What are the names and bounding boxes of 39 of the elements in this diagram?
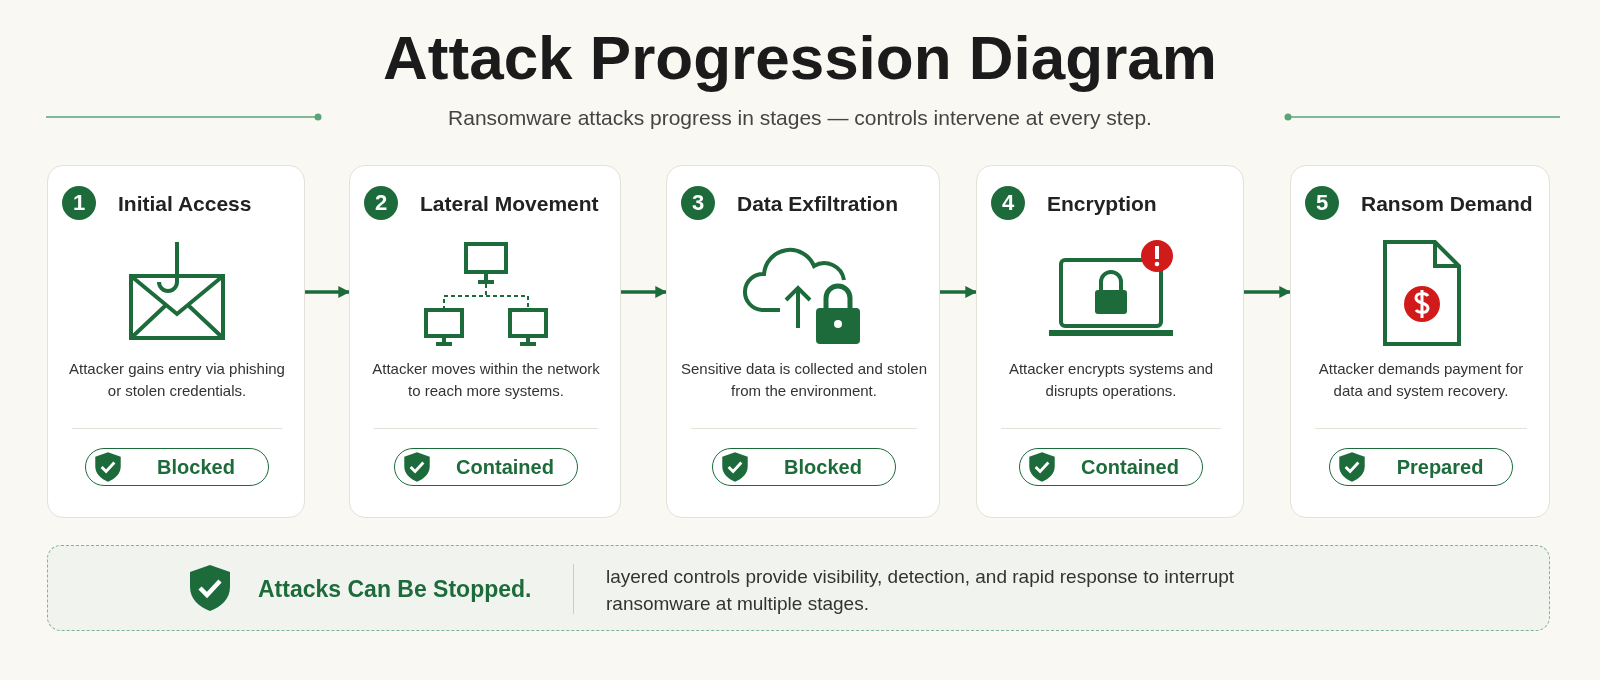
- status-pill: [1019, 448, 1203, 486]
- stage-card: [349, 165, 621, 518]
- arrow: [940, 286, 978, 298]
- arrow: [621, 286, 668, 298]
- step-number-badge: 5: [1305, 186, 1339, 220]
- step-number-badge: 3: [681, 186, 715, 220]
- step-number-badge: 1: [62, 186, 96, 220]
- status-label: Blocked: [156, 456, 236, 479]
- status-label: Blocked: [783, 456, 863, 479]
- stage-title: Initial Access: [118, 192, 252, 216]
- arrow: [305, 286, 351, 298]
- stage-title: Ransom Demand: [1361, 192, 1533, 216]
- status-pill: [712, 448, 896, 486]
- subtitle: Ransomware attacks progress in stages — controls intervene at every step.: [447, 106, 1153, 130]
- banner-heading: Attacks Can Be Stopped.: [258, 576, 532, 603]
- stage-card: [47, 165, 305, 518]
- stage-title: Lateral Movement: [420, 192, 599, 216]
- stage-card: [666, 165, 940, 518]
- step-number-badge: 2: [364, 186, 398, 220]
- banner-text: layered controls provide visibility, detection, and rapid response to interrupt ransomware at multiple stages.: [606, 565, 1236, 616]
- stage-description: Attacker encrypts systems and disrupts operations.: [1007, 359, 1215, 401]
- diagram-title: Attack Progression Diagram: [382, 22, 1218, 93]
- stage-description: Attacker moves within the network to reach more systems.: [371, 359, 601, 401]
- stage-card: [1290, 165, 1550, 518]
- summary-banner: [47, 545, 1550, 631]
- stage-description: Attacker demands payment for data and system recovery.: [1317, 359, 1525, 401]
- status-label: Prepared: [1395, 456, 1485, 479]
- stage-description: Attacker gains entry via phishing or stolen credentials.: [68, 359, 286, 401]
- stage-description: Sensitive data is collected and stolen from the environment.: [681, 359, 927, 401]
- status-pill: [1329, 448, 1513, 486]
- stage-card: [976, 165, 1244, 518]
- status-label: Contained: [455, 456, 555, 479]
- stage-title: Encryption: [1047, 192, 1157, 216]
- arrow: [1244, 286, 1292, 298]
- status-pill: [394, 448, 578, 486]
- status-label: Contained: [1080, 456, 1180, 479]
- status-pill: [85, 448, 269, 486]
- stage-title: Data Exfiltration: [737, 192, 899, 216]
- step-number-badge: 4: [991, 186, 1025, 220]
